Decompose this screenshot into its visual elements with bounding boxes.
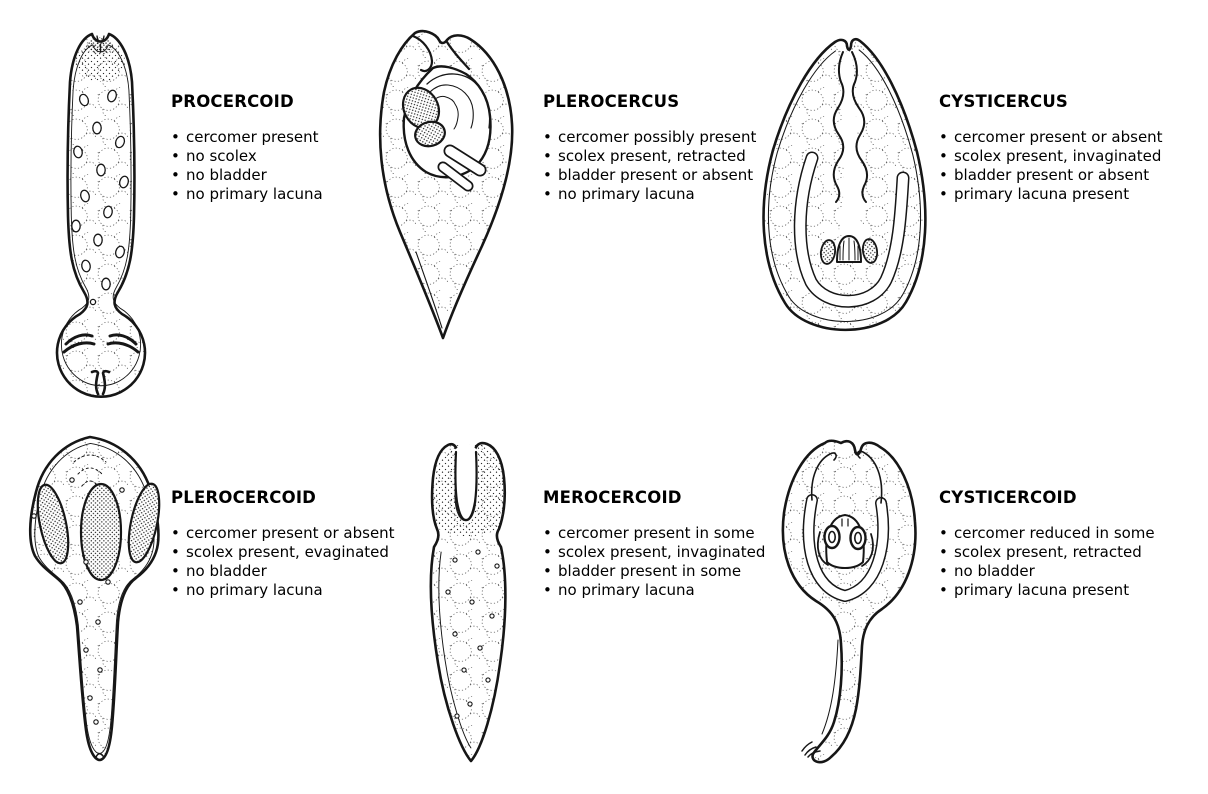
feature-bullet: no bladder <box>171 166 421 185</box>
feature-bullet: cercomer possibly present <box>543 128 793 147</box>
cysticercoid-label-block: CYSTICERCOID cercomer reduced in some sc… <box>939 488 1189 600</box>
cysticercoid-body <box>781 439 917 764</box>
plerocercus-illustration <box>378 29 514 340</box>
feature-bullet: primary lacuna present <box>939 581 1189 600</box>
feature-bullet: cercomer present or absent <box>939 128 1189 147</box>
feature-list: cercomer present no scolex no bladder no… <box>171 128 421 204</box>
apical-stipple-arcs <box>73 454 107 487</box>
procercoid-illustration <box>55 32 147 398</box>
feature-bullet: scolex present, invaginated <box>543 543 793 562</box>
merocercoid-label-block: MEROCERCOID cercomer present in some sco… <box>543 488 793 600</box>
procercoid-label-block: PROCERCOID cercomer present no scolex no… <box>171 92 421 204</box>
cysticercus-illustration <box>762 37 927 332</box>
cysticercus-label-block: CYSTICERCUS cercomer present or absent s… <box>939 92 1189 204</box>
feature-bullet: no primary lacuna <box>171 581 421 600</box>
feature-list: cercomer present or absent scolex presen… <box>171 524 421 600</box>
invagination-canal-walls <box>832 51 868 203</box>
procercoid-body <box>55 32 147 398</box>
arm-inner-edges <box>411 34 471 329</box>
feature-bullet: no scolex <box>171 147 421 166</box>
feature-bullet: bladder present or absent <box>543 166 793 185</box>
apical-notch <box>96 35 105 53</box>
section-title: PLEROCERCUS <box>543 92 680 111</box>
cercomer-tail-hooks <box>801 741 821 758</box>
feature-bullet: cercomer present in some <box>543 524 793 543</box>
tail-notch <box>95 752 104 758</box>
invaginated-scolex <box>819 235 879 265</box>
feature-bullet: scolex present, retracted <box>543 147 793 166</box>
feature-bullet: cercomer present or absent <box>171 524 421 543</box>
inner-membrane-curls <box>810 450 883 504</box>
plerocercus-label-block: PLEROCERCUS cercomer possibly present sc… <box>543 92 793 204</box>
membrane-folds <box>426 73 491 130</box>
bothria <box>36 482 161 582</box>
section-title: PLEROCERCOID <box>171 488 317 507</box>
scolex-neck-folds <box>437 144 487 192</box>
cell-nuclei <box>71 89 129 306</box>
feature-bullet: no primary lacuna <box>543 581 793 600</box>
feature-bullet: cercomer present <box>171 128 421 147</box>
feature-list: cercomer present in some scolex present,… <box>543 524 793 600</box>
merocercoid-illustration <box>429 441 507 763</box>
feature-bullet: no bladder <box>171 562 421 581</box>
feature-bullet: scolex present, evaginated <box>171 543 421 562</box>
feature-bullet: primary lacuna present <box>939 185 1189 204</box>
plerocercoid-label-block: PLEROCERCOID cercomer present or absent … <box>171 488 421 600</box>
section-title: CYSTICERCOID <box>939 488 1077 507</box>
section-title: MEROCERCOID <box>543 488 682 507</box>
cercomer-hooks <box>62 333 140 396</box>
invagination-canal-fill <box>838 52 862 238</box>
section-title: CYSTICERCUS <box>939 92 1069 111</box>
feature-bullet: bladder present in some <box>543 562 793 581</box>
scolex-cleft-outline <box>454 450 478 522</box>
primary-lacuna-band <box>802 494 890 602</box>
primary-lacuna-channel <box>793 151 910 308</box>
plerocercoid-illustration <box>28 435 161 762</box>
feature-list: cercomer present or absent scolex presen… <box>939 128 1189 204</box>
cell-nuclei <box>31 477 125 725</box>
cysticercoid-illustration <box>781 439 917 764</box>
feature-bullet: no primary lacuna <box>171 185 421 204</box>
retracted-scolex <box>816 514 874 569</box>
feature-bullet: scolex present, invaginated <box>939 147 1189 166</box>
feature-bullet: scolex present, retracted <box>939 543 1189 562</box>
retracted-scolex <box>401 86 446 148</box>
feature-list: cercomer possibly present scolex present… <box>543 128 793 204</box>
feature-bullet: cercomer reduced in some <box>939 524 1189 543</box>
section-title: PROCERCOID <box>171 92 294 111</box>
cell-nuclei <box>445 549 500 719</box>
feature-bullet: bladder present or absent <box>939 166 1189 185</box>
feature-list: cercomer reduced in some scolex present,… <box>939 524 1189 600</box>
feature-bullet: no bladder <box>939 562 1189 581</box>
scolex-cleft-fill <box>454 444 478 521</box>
feature-bullet: no primary lacuna <box>543 185 793 204</box>
